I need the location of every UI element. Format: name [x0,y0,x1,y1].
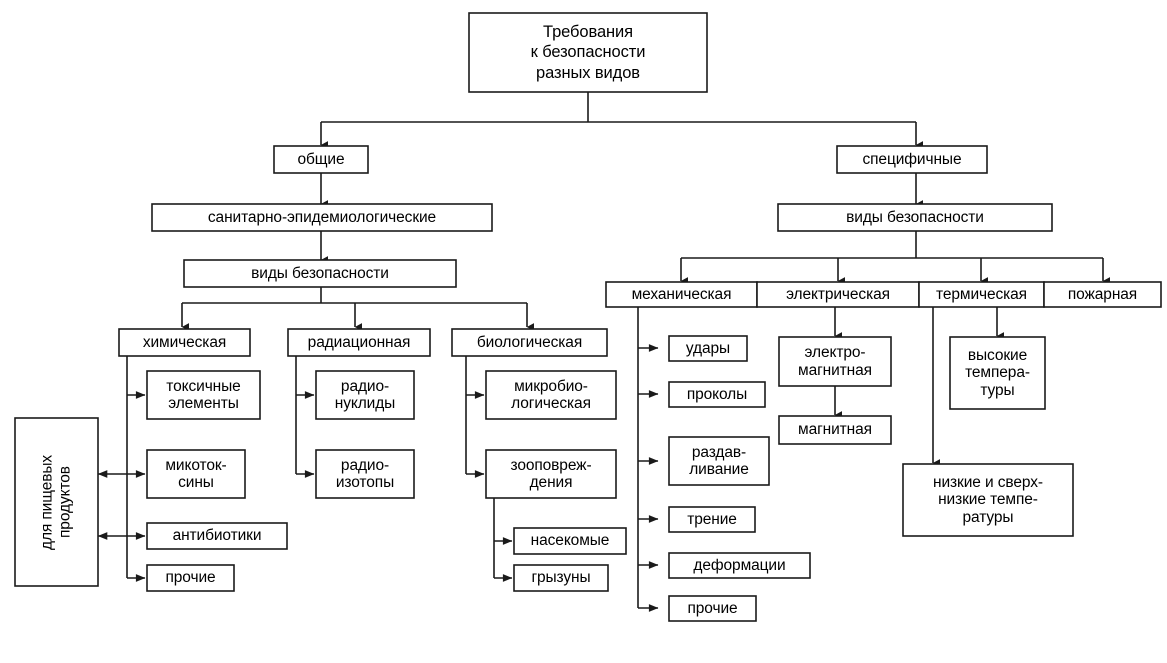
connector-left-types-split [181,286,534,331]
node-other-mech-box[interactable] [668,595,757,622]
node-impacts-box[interactable] [668,335,748,362]
node-sanitary-box[interactable] [151,203,493,232]
node-general-box[interactable] [273,145,369,174]
node-antibiotics-box[interactable] [146,522,288,550]
connector-thermal-children [932,307,1004,467]
node-high-temps-box[interactable] [949,336,1046,410]
node-other-chem-box[interactable] [146,564,235,592]
node-low-temps-box[interactable] [902,463,1074,537]
connector-root-split [320,92,923,149]
node-electrical-box[interactable] [756,281,920,308]
node-punctures-box[interactable] [668,381,766,408]
connector-chemical-children [126,356,146,582]
node-electromagnetic-box[interactable] [778,336,892,387]
node-microbiological-box[interactable] [485,370,617,420]
connector-zoodamage-children [493,496,513,582]
node-fire-box[interactable] [1043,281,1162,308]
node-food-products-box[interactable] [14,417,99,587]
node-deformations-box[interactable] [668,552,811,579]
connector-mechanical-children [637,307,659,612]
node-zoo-damage-box[interactable] [485,449,617,499]
node-root-box[interactable] [468,12,708,93]
connector-right-types-split [680,230,1110,285]
node-thermal-box[interactable] [918,281,1045,308]
node-biological-box[interactable] [451,328,608,357]
node-specific-box[interactable] [836,145,988,174]
node-crushing-box[interactable] [668,436,770,486]
node-rodents-box[interactable] [513,564,609,592]
node-chemical-box[interactable] [118,328,251,357]
connector-food-products-links [97,470,127,540]
node-toxic-elements-box[interactable] [146,370,261,420]
node-types-right-box[interactable] [777,203,1053,232]
node-insects-box[interactable] [513,527,627,555]
node-magnetic-box[interactable] [778,415,892,445]
connector-radiation-children [295,356,315,478]
node-mycotoxins-box[interactable] [146,449,246,499]
node-friction-box[interactable] [668,506,756,533]
node-mechanical-box[interactable] [605,281,758,308]
node-radionuclides-box[interactable] [315,370,415,420]
node-types-left-box[interactable] [183,259,457,288]
connector-biological-children [465,356,485,478]
node-radioisotopes-box[interactable] [315,449,415,499]
node-radiation-box[interactable] [287,328,431,357]
